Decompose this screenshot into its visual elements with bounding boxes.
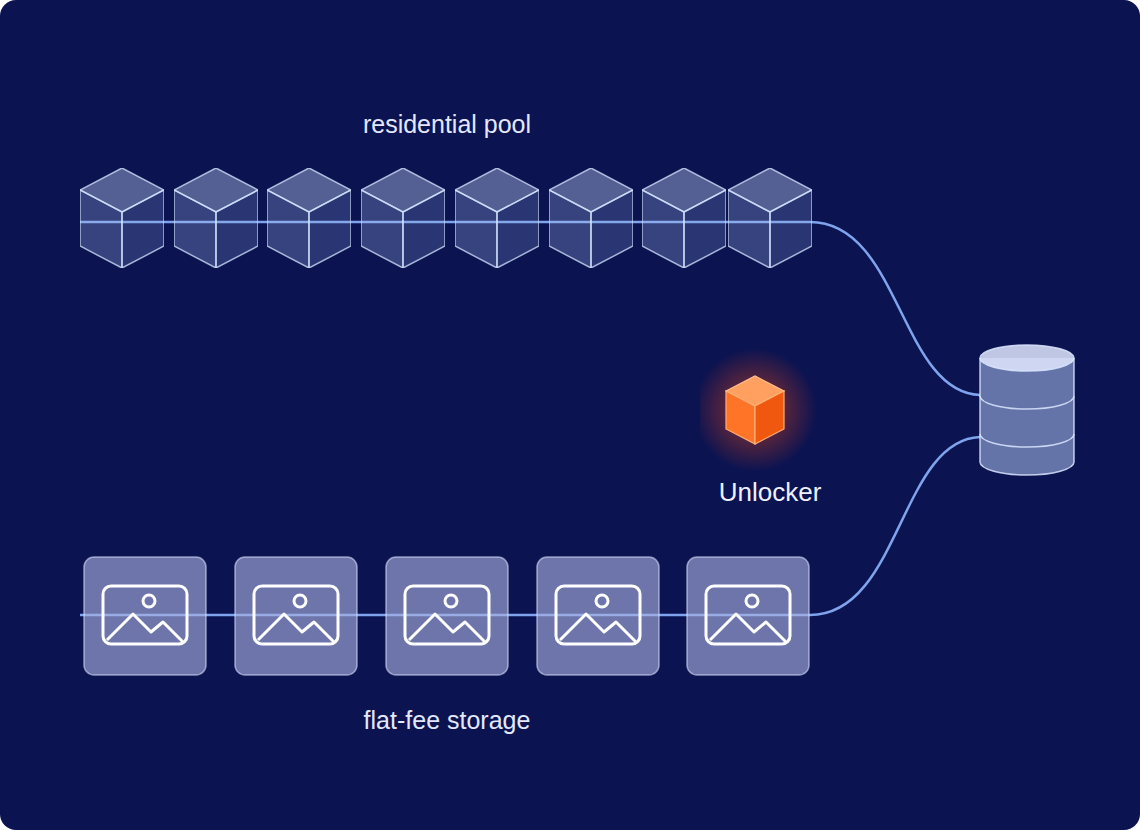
cube bbox=[174, 168, 258, 268]
row-label: residential pool bbox=[297, 110, 597, 139]
cube bbox=[267, 168, 351, 268]
cube bbox=[361, 168, 445, 268]
wires bbox=[80, 222, 980, 615]
row-label: flat-fee storage bbox=[297, 706, 597, 735]
cube bbox=[726, 376, 784, 444]
image-tile bbox=[84, 557, 206, 675]
cube bbox=[549, 168, 633, 268]
image-tile bbox=[537, 557, 659, 675]
image-tile bbox=[386, 557, 508, 675]
cube bbox=[80, 168, 164, 268]
node-label: Unlocker bbox=[700, 477, 840, 508]
image-tile bbox=[687, 557, 809, 675]
cube bbox=[455, 168, 539, 268]
cube-row bbox=[80, 168, 812, 268]
glow bbox=[700, 348, 817, 470]
database-symbol bbox=[980, 345, 1074, 475]
cube bbox=[728, 168, 812, 268]
image-tile bbox=[235, 557, 357, 675]
image-row bbox=[84, 557, 809, 675]
cube bbox=[642, 168, 726, 268]
unlocker-wire bbox=[80, 414, 980, 417]
storage-wire bbox=[80, 437, 980, 615]
cube-shape bbox=[700, 340, 840, 470]
unlocker-cube: Unlocker bbox=[700, 340, 840, 515]
